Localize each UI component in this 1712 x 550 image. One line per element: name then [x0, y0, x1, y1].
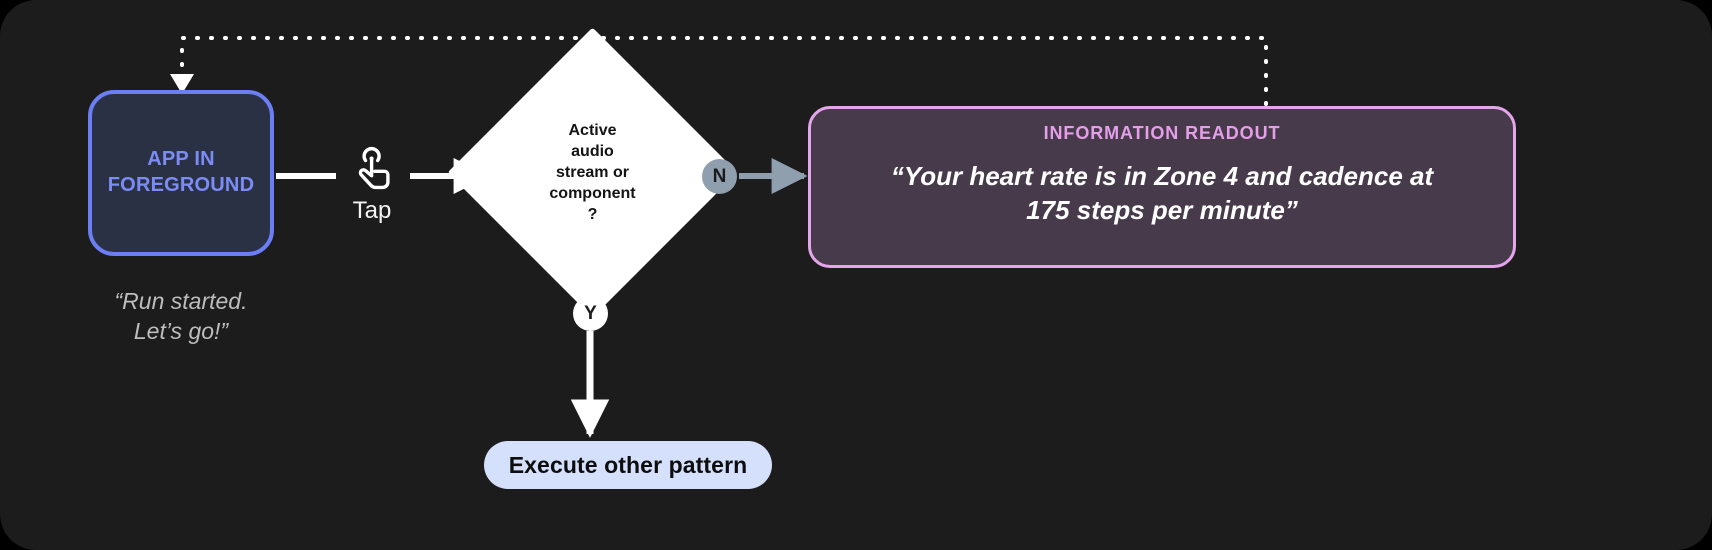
execute-pill-label: Execute other pattern: [508, 451, 748, 478]
panel-information-readout[interactable]: INFORMATION READOUT “Your heart rate is …: [808, 106, 1516, 268]
decision-label-line1: Active: [568, 121, 617, 139]
tap-gesture-icon: [358, 147, 390, 190]
decision-label-line3: stream or: [556, 163, 629, 181]
app-caption-line1: “Run started.: [114, 288, 248, 314]
decision-label-line2: audio: [571, 142, 614, 160]
node-app-label: APP IN FOREGROUND: [108, 147, 254, 198]
node-app-label-line2: FOREGROUND: [107, 174, 255, 196]
branch-badge-yes: Y: [573, 296, 608, 331]
branch-badge-yes-label: Y: [584, 303, 597, 324]
branch-badge-no-label: N: [712, 166, 727, 187]
tap-label: Tap: [352, 197, 392, 224]
readout-body: “Your heart rate is in Zone 4 and cadenc…: [842, 160, 1482, 228]
node-execute-other-pattern[interactable]: Execute other pattern: [484, 441, 772, 489]
node-app-label-line1: APP IN: [147, 148, 215, 171]
decision-label: Active audio stream or component ?: [512, 70, 673, 275]
wire-readout-feedback: [180, 36, 1268, 106]
decision-label-line5: ?: [587, 206, 598, 224]
app-caption-line2: Let’s go!”: [133, 318, 229, 345]
branch-badge-no: N: [702, 159, 737, 194]
readout-body-line2: 175 steps per minute”: [1026, 194, 1298, 225]
decision-label-line4: component: [549, 185, 636, 203]
app-node-caption: “Run started. Let’s go!”: [70, 286, 292, 347]
tap-gesture-group: Tap: [332, 146, 412, 224]
readout-title: INFORMATION READOUT: [1043, 123, 1281, 143]
node-decision-audio-stream[interactable]: Active audio stream or component ?: [447, 27, 738, 318]
node-app-in-foreground[interactable]: APP IN FOREGROUND: [88, 90, 274, 256]
readout-body-line1: “Your heart rate is in Zone 4 and cadenc…: [890, 161, 1434, 191]
